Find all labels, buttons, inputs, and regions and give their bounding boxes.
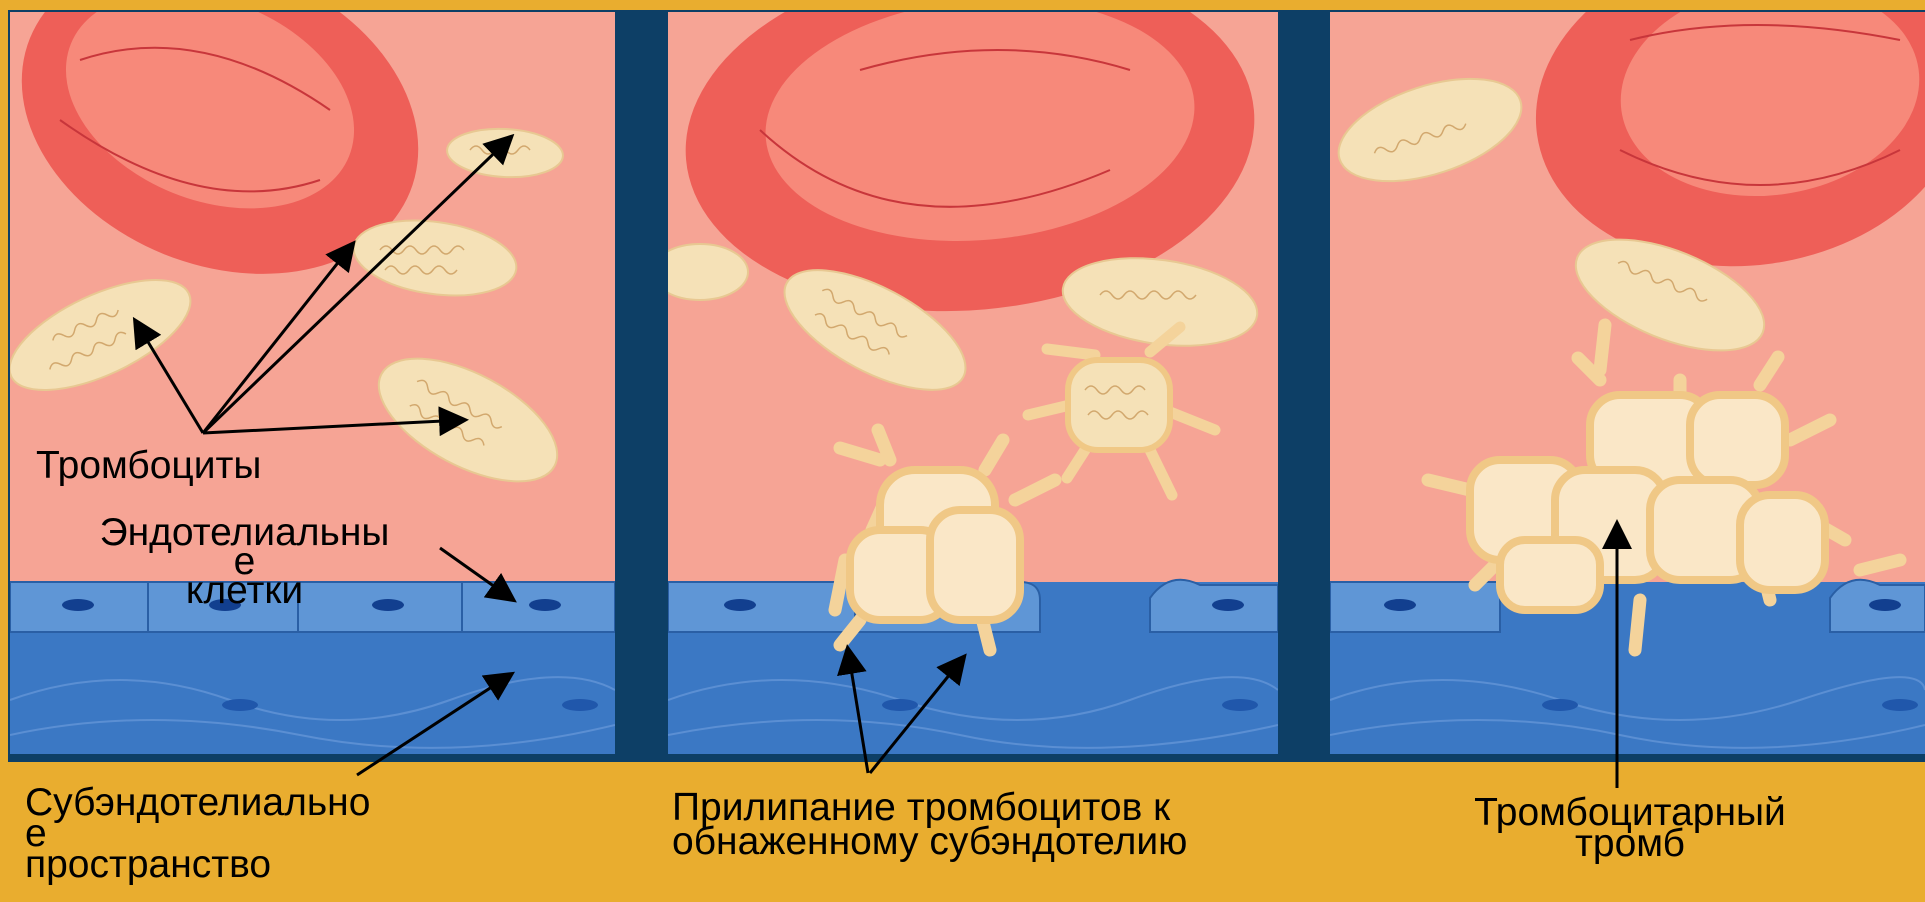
label-adhesion: Прилипание тромбоцитов к обнаженному суб… xyxy=(672,791,1187,859)
label-endothelial-line3: клетки xyxy=(72,576,417,605)
label-platelets: Тромбоциты xyxy=(36,447,261,484)
label-thrombus: Тромбоцитарный тромб xyxy=(1450,797,1810,859)
label-endothelial: Эндотелиальны е клетки xyxy=(72,518,417,605)
label-platelets-text: Тромбоциты xyxy=(36,447,261,484)
label-adhesion-line2: обнаженному субэндотелию xyxy=(672,825,1187,859)
label-subendothelial-line3: пространство xyxy=(25,849,370,880)
panel-thrombus xyxy=(1326,0,1925,762)
label-subendothelial: Субэндотелиально е пространство xyxy=(25,787,370,880)
label-subendothelial-line1: Субэндотелиально xyxy=(25,787,370,818)
endothelial-layer xyxy=(10,582,615,762)
endothelial-layer xyxy=(1330,580,1925,762)
panel-resting xyxy=(0,0,615,762)
panel-adhesion xyxy=(652,0,1278,762)
